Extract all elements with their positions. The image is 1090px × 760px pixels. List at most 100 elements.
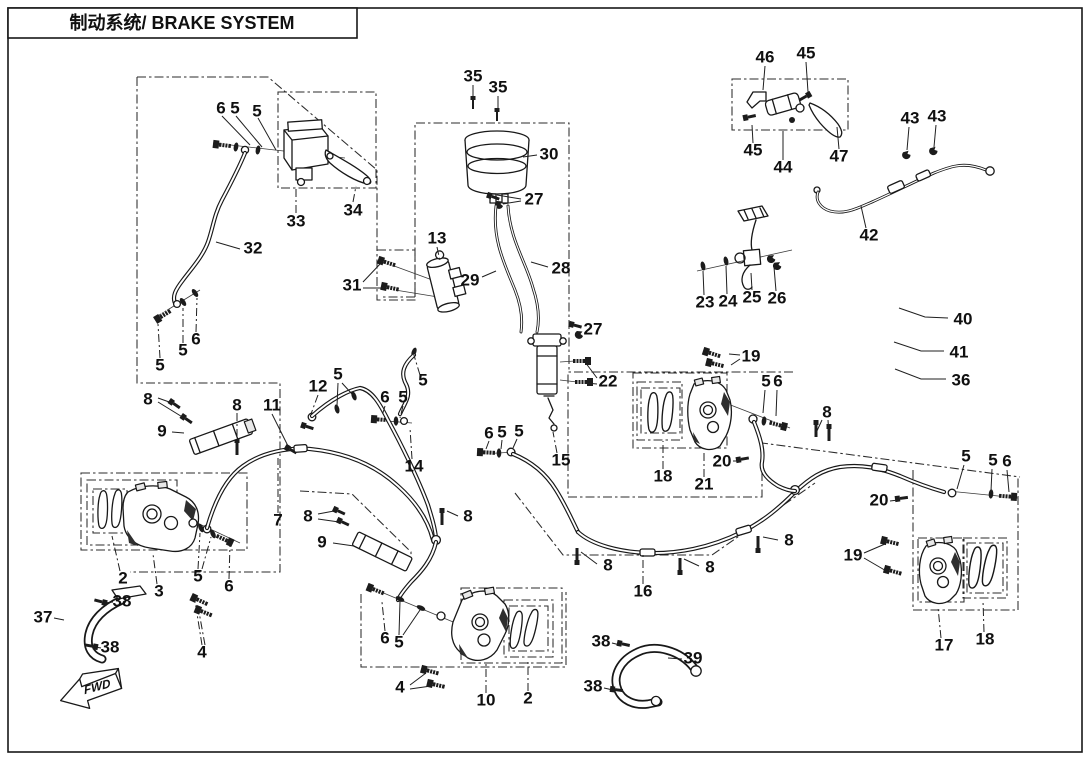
callout-6: 6 <box>1002 451 1011 470</box>
rear-brake-hose-16 <box>574 420 947 575</box>
leader-line <box>572 324 582 329</box>
leader-line <box>215 241 241 250</box>
callout-7: 7 <box>273 510 282 529</box>
leader-line <box>773 266 777 292</box>
callout-16: 16 <box>634 581 653 600</box>
callout-9: 9 <box>157 421 166 440</box>
callout-2: 2 <box>118 568 127 587</box>
leader-line <box>860 205 867 229</box>
right-caliper-fittings <box>947 488 1018 502</box>
callout-40: 40 <box>954 309 973 328</box>
leader-line <box>893 341 944 352</box>
callout-6: 6 <box>380 628 389 647</box>
leader-line <box>585 382 598 385</box>
leader-line <box>399 405 404 419</box>
disc-guard-left <box>83 585 147 664</box>
callout-5: 5 <box>497 422 506 441</box>
callout-29: 29 <box>461 270 480 289</box>
caliper-bottom <box>365 582 541 692</box>
title-block: 制动系统/ BRAKE SYSTEM <box>7 7 358 39</box>
callout-37: 37 <box>34 607 53 626</box>
callout-45: 45 <box>744 140 763 159</box>
leader-line <box>201 536 212 570</box>
leader-line <box>381 405 386 417</box>
dashed-boxes <box>80 76 1021 668</box>
callout-30: 30 <box>540 144 559 163</box>
brake-pedal <box>699 205 782 290</box>
leader-line <box>53 617 65 621</box>
callout-5: 5 <box>230 98 239 117</box>
leader-line <box>730 358 741 366</box>
leader-line <box>157 401 185 419</box>
leader-line <box>762 65 766 91</box>
leader-line <box>152 553 158 585</box>
leader-line <box>409 672 427 686</box>
leader-line <box>362 262 382 283</box>
callout-2: 2 <box>523 688 532 707</box>
callout-39: 39 <box>684 648 703 667</box>
callout-5: 5 <box>178 340 187 359</box>
leader-line <box>815 419 823 434</box>
leader-lines <box>53 61 1010 693</box>
callout-6: 6 <box>380 387 389 406</box>
leader-line <box>409 427 413 460</box>
leader-line <box>512 438 518 449</box>
leader-line <box>956 464 965 490</box>
leader-line <box>157 323 161 359</box>
callout-20: 20 <box>713 451 732 470</box>
callout-44: 44 <box>774 157 793 176</box>
leader-line <box>775 389 778 417</box>
callout-5: 5 <box>394 632 403 651</box>
parking-cable <box>813 146 995 214</box>
leader-line <box>982 600 985 633</box>
leader-line <box>725 265 728 295</box>
callout-4: 4 <box>197 642 207 661</box>
callout-12: 12 <box>309 376 328 395</box>
callout-5: 5 <box>252 101 261 120</box>
leader-line <box>257 117 277 151</box>
callout-33: 33 <box>287 211 306 230</box>
disc-guard-rear <box>609 639 702 709</box>
callout-8: 8 <box>603 555 612 574</box>
front-master-cylinder <box>283 119 372 187</box>
leader-line <box>933 124 937 148</box>
callout-5: 5 <box>961 446 970 465</box>
page-title: 制动系统/ BRAKE SYSTEM <box>69 12 294 33</box>
callout-6: 6 <box>191 329 200 348</box>
callout-24: 24 <box>719 291 738 310</box>
callout-18: 18 <box>976 629 995 648</box>
callout-8: 8 <box>822 402 831 421</box>
leader-line <box>332 542 355 547</box>
leader-line <box>446 510 459 517</box>
callout-41: 41 <box>950 342 969 361</box>
callout-14: 14 <box>405 456 424 475</box>
callout-8: 8 <box>232 395 241 414</box>
leader-line <box>889 499 899 502</box>
leader-line <box>863 557 889 573</box>
callout-4: 4 <box>395 677 405 696</box>
leader-line <box>702 270 705 296</box>
leader-line <box>580 551 598 565</box>
leader-line <box>194 600 203 646</box>
leader-line <box>221 115 251 146</box>
callout-38: 38 <box>113 591 132 610</box>
callout-8: 8 <box>463 506 472 525</box>
leader-line <box>436 246 441 262</box>
brake-valve <box>376 250 467 313</box>
callout-5: 5 <box>333 364 342 383</box>
callout-6: 6 <box>773 371 782 390</box>
callout-13: 13 <box>428 228 447 247</box>
callout-42: 42 <box>860 225 879 244</box>
callout-5: 5 <box>418 370 427 389</box>
leader-line <box>341 382 353 395</box>
callout-20: 20 <box>870 490 889 509</box>
leader-line <box>863 543 886 554</box>
leader-line <box>611 642 621 646</box>
callout-38: 38 <box>101 637 120 656</box>
leader-line <box>762 389 766 414</box>
leader-line <box>937 606 942 639</box>
callout-34: 34 <box>344 200 363 219</box>
caliper-rear-center <box>647 346 798 494</box>
